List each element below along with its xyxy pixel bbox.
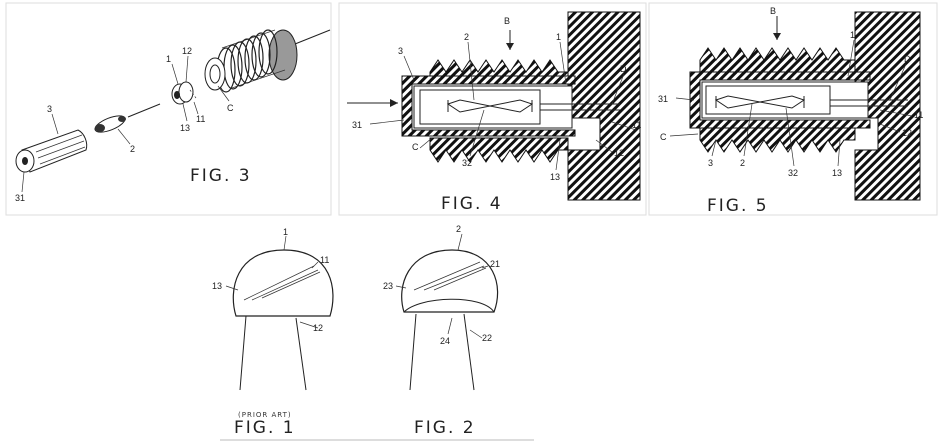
fig-1-lamp-dome xyxy=(232,249,334,317)
fig-2-label-2: 2 xyxy=(456,224,461,234)
fig-3-cover xyxy=(15,129,88,173)
fig-2-diagonal-filament xyxy=(413,261,487,291)
fig-3-label-2: 2 xyxy=(130,144,135,154)
fig-1-leaders xyxy=(225,235,319,329)
fig-3-panel: 1 12 13 11 C 3 2 31 FIG. 3 xyxy=(5,2,332,216)
fig-5-label-c: C xyxy=(660,132,667,142)
fig-4-label-13: 13 xyxy=(550,172,560,182)
fig-5-socket-thread-bottom xyxy=(699,127,856,153)
fig-3-label-c: C xyxy=(227,103,234,113)
fig-2-label-21: 21 xyxy=(490,259,500,269)
fig-3-threaded-socket xyxy=(204,29,331,93)
fig-1-stem xyxy=(239,315,307,391)
fig-5-panel: B 1 D 31 C 3 2 32 13 12 11 FIG. 5 xyxy=(648,2,938,216)
fig-5-leaders xyxy=(669,39,913,167)
fig-4-leaders xyxy=(369,41,637,171)
fig-1-label-1: 1 xyxy=(283,227,288,237)
fig-4-label-31: 31 xyxy=(352,120,362,130)
fig-4-label-1: 1 xyxy=(556,32,561,42)
fig-3-caption: FIG. 3 xyxy=(190,166,252,186)
fig-4-bulb-body xyxy=(419,89,541,125)
fig-4-label-c: C xyxy=(412,142,419,152)
fig-3-lamp-holder xyxy=(171,81,197,105)
fig-2-label-22: 22 xyxy=(482,333,492,343)
fig-1-label-11: 11 xyxy=(320,255,329,265)
fig-2-base-curve xyxy=(403,298,495,313)
fig-5-label-13: 13 xyxy=(832,168,842,178)
fig-3-label-31: 31 xyxy=(15,193,25,203)
fig-2-leaders xyxy=(395,233,489,339)
fig-4-label-11: 11 xyxy=(632,120,641,130)
fig-5-label-32: 32 xyxy=(788,168,798,178)
fig-1-caption: FIG. 1 xyxy=(234,418,296,438)
fig-4-wall xyxy=(567,11,641,201)
fig-1-label-13: 13 xyxy=(212,281,222,291)
fig-5-b-arrowhead xyxy=(773,33,781,40)
fig-5-label-b: B xyxy=(770,6,776,16)
fig-4-label-3: 3 xyxy=(398,46,403,56)
fig-3-label-11: 11 xyxy=(196,114,205,124)
fig-1-panel: 1 11 13 12 (PRIOR ART) FIG. 1 xyxy=(212,227,334,438)
fig-4-label-b: B xyxy=(504,16,510,26)
fig-2-label-24: 24 xyxy=(440,336,450,346)
fig-4-caption: FIG. 4 xyxy=(441,194,503,214)
fig-3-label-1: 1 xyxy=(166,54,171,64)
fig-4-socket-thread-bottom xyxy=(429,137,569,163)
fig-5-label-12: 12 xyxy=(902,128,912,138)
fig-5-label-3: 3 xyxy=(708,158,713,168)
fig-5-label-11: 11 xyxy=(914,110,923,120)
fig-5-label-1: 1 xyxy=(850,30,855,40)
fig-2-stem xyxy=(409,313,475,391)
fig-5-label-2: 2 xyxy=(740,158,745,168)
fig-2-lamp-dome xyxy=(401,249,499,313)
fig-4-label-32: 32 xyxy=(462,158,472,168)
fig-3-label-13: 13 xyxy=(180,123,190,133)
fig-3-bulb xyxy=(94,103,161,133)
fig-5-caption: FIG. 5 xyxy=(707,196,769,216)
fig-4-label-12: 12 xyxy=(614,148,624,158)
fig-1-label-12: 12 xyxy=(313,323,323,333)
fig-4-label-d: D xyxy=(620,64,627,74)
fig-5-socket-thread-top xyxy=(699,47,856,73)
fig-5-label-d: D xyxy=(904,54,911,64)
fig-1-prior-art-note: (PRIOR ART) xyxy=(238,411,292,419)
fig-2-label-23: 23 xyxy=(383,281,393,291)
fig-5-cover xyxy=(689,71,871,129)
fig-2-caption: FIG. 2 xyxy=(414,418,476,438)
fig-3-label-12: 12 xyxy=(182,46,192,56)
fig-3-leaders xyxy=(21,55,230,193)
fig-4-cover xyxy=(401,75,576,137)
fig-2-panel: 2 21 23 24 22 FIG. 2 xyxy=(383,224,500,438)
fig-4-panel: B 1 2 3 D 31 C 32 13 12 11 FIG. 4 xyxy=(338,2,647,216)
fig-4-b-arrowhead xyxy=(506,43,514,50)
fig-3-label-3: 3 xyxy=(47,104,52,114)
fig-4-insert-arrow xyxy=(347,99,398,107)
fig-5-filament xyxy=(714,95,908,109)
fig-5-label-31: 31 xyxy=(658,94,668,104)
fig-1-diagonal-filament xyxy=(243,265,321,301)
fig-4-label-2: 2 xyxy=(464,32,469,42)
fig-4-filament xyxy=(446,99,620,113)
